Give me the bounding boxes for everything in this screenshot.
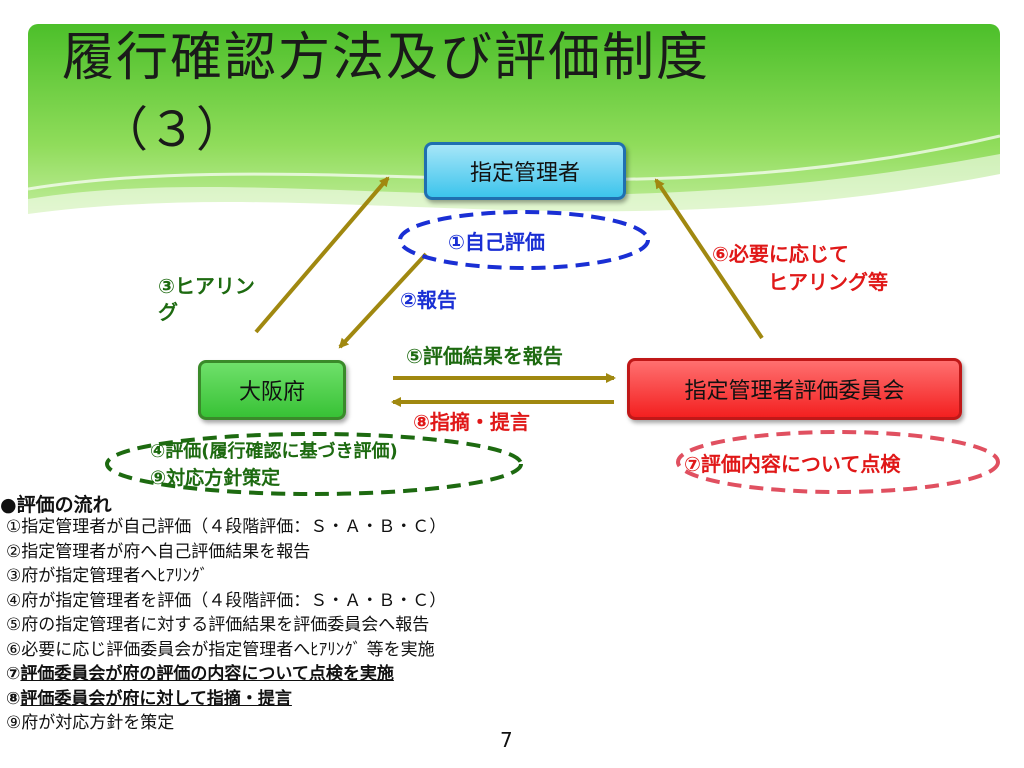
hearing-label-line2: グ bbox=[158, 300, 178, 324]
committee-node: 指定管理者評価委員会 bbox=[627, 358, 962, 420]
flow-item-text: ①指定管理者が自己評価（４段階評価：Ｓ・Ａ・Ｂ・Ｃ） bbox=[6, 517, 447, 537]
flow-item: ⑤府の指定管理者に対する評価結果を評価委員会へ報告 bbox=[6, 614, 429, 636]
report-label: ②報告 bbox=[400, 288, 457, 312]
flow-item-text: ④府が指定管理者を評価（４段階評価：Ｓ・Ａ・Ｂ・Ｃ） bbox=[6, 590, 447, 611]
flow-item: ⑦評価委員会が府の評価の内容について点検を実施 bbox=[6, 663, 394, 685]
flow-item: ①指定管理者が自己評価（４段階評価：Ｓ・Ａ・Ｂ・Ｃ） bbox=[6, 516, 446, 538]
manager-node: 指定管理者 bbox=[424, 142, 626, 200]
header-banner bbox=[28, 24, 1000, 224]
point-out-label: ⑧指摘・提言 bbox=[413, 410, 530, 434]
flow-item-text: ③府が指定管理者へﾋｱﾘﾝｸﾞ bbox=[6, 566, 209, 586]
committee-hearing-arrow bbox=[654, 178, 764, 340]
flow-item-text: ⑤府の指定管理者に対する評価結果を評価委員会へ報告 bbox=[6, 615, 430, 635]
hearing-arrow bbox=[254, 176, 390, 334]
flow-item: ⑨府が対応方針を策定 bbox=[6, 712, 174, 734]
flow-item-marker: ⑦ bbox=[6, 664, 21, 684]
report-arrow bbox=[338, 252, 428, 349]
osaka-node: 大阪府 bbox=[198, 360, 346, 420]
flow-heading: ●評価の流れ bbox=[0, 494, 112, 516]
flow-item-text: 評価委員会が府に対して指摘・提言 bbox=[20, 688, 292, 709]
osaka-eval-label-line2: ⑨対応方針策定 bbox=[150, 467, 281, 489]
flow-item-marker: ⑧ bbox=[6, 688, 21, 709]
hearing-label-line1: ③ヒアリン bbox=[158, 274, 255, 298]
inspect-ellipse bbox=[676, 430, 1000, 494]
flow-item: ③府が指定管理者へﾋｱﾘﾝｸﾞ bbox=[6, 565, 208, 587]
as-needed-label-line2: ヒアリング等 bbox=[768, 270, 888, 294]
page-title: 履行確認方法及び評価制度 bbox=[62, 28, 711, 88]
flow-item: ④府が指定管理者を評価（４段階評価：Ｓ・Ａ・Ｂ・Ｃ） bbox=[6, 590, 446, 612]
page-subtitle: （３） bbox=[100, 102, 245, 158]
page-number: 7 bbox=[500, 728, 513, 752]
self-eval-ellipse bbox=[398, 210, 650, 270]
inspect-label: ⑦評価内容について点検 bbox=[684, 452, 901, 476]
flow-item: ⑥必要に応じ評価委員会が指定管理者へﾋｱﾘﾝｸﾞ 等を実施 bbox=[6, 639, 435, 661]
flow-item: ②指定管理者が府へ自己評価結果を報告 bbox=[6, 541, 310, 563]
flow-item-text: ②指定管理者が府へ自己評価結果を報告 bbox=[6, 541, 311, 562]
result-report-label: ⑤評価結果を報告 bbox=[406, 344, 563, 368]
flow-item-text: 評価委員会が府の評価の内容について点検を実施 bbox=[20, 664, 394, 684]
osaka-eval-ellipse bbox=[105, 432, 523, 496]
as-needed-label-line1: ⑥必要に応じて bbox=[712, 242, 849, 266]
self-eval-label: ①自己評価 bbox=[448, 230, 545, 254]
flow-item-text: ⑥必要に応じ評価委員会が指定管理者へﾋｱﾘﾝｸﾞ 等を実施 bbox=[6, 639, 435, 660]
flow-item: ⑧評価委員会が府に対して指摘・提言 bbox=[6, 688, 292, 710]
flow-item-text: ⑨府が対応方針を策定 bbox=[6, 713, 175, 733]
osaka-eval-label-line1: ④評価(履行確認に基づき評価) bbox=[150, 441, 398, 462]
